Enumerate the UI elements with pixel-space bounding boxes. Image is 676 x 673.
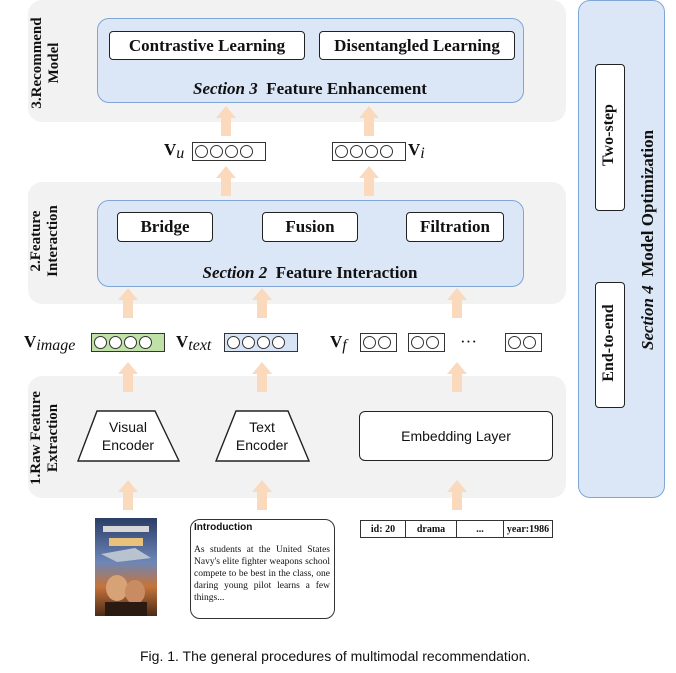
end-to-end-box: [595, 282, 625, 408]
vf-ellipsis: ···: [460, 332, 477, 351]
introduction-card: Introduction As students at the United S…: [190, 519, 335, 619]
section4-title: Section 4 Model Optimization: [638, 130, 658, 350]
arrow-text-to-text-encoder: [252, 480, 272, 510]
arrow-vf-to-section2: [447, 288, 467, 318]
vtext-vector: [224, 333, 298, 352]
introduction-title: Introduction: [194, 522, 253, 533]
arrow-vu-to-section3: [216, 106, 236, 136]
attr-cell-id: id: 20: [360, 520, 406, 538]
filtration-box: Filtration: [406, 212, 504, 242]
section4-name: Model Optimization: [638, 129, 657, 277]
arrow-text-to-vtext: [252, 362, 272, 392]
arrow-embedding-to-vf: [447, 362, 467, 392]
bridge-box: Bridge: [117, 212, 213, 242]
two-step-label: Two-step: [600, 104, 617, 166]
text-encoder-trapezoid: [214, 410, 311, 462]
arrow-visual-to-vimage: [118, 362, 138, 392]
vu-vector: [192, 142, 266, 161]
section2-name: Feature Interaction: [275, 263, 418, 282]
movie-poster-image: [95, 518, 157, 616]
vf-label: Vf: [330, 332, 347, 354]
vimage-vector: [91, 333, 165, 352]
two-step-box: [595, 64, 625, 211]
section3-name: Feature Enhancement: [266, 79, 427, 98]
section4-number: Section 4: [638, 285, 657, 350]
caption-prefix: Fig. 1.: [140, 648, 179, 664]
section2-title: Section 2 Feature Interaction: [150, 263, 470, 283]
embedding-layer-box: Embedding Layer: [359, 411, 553, 461]
vu-label: Vu: [164, 140, 185, 162]
vi-label: Vi: [408, 140, 425, 162]
caption-text: The general procedures of multimodal rec…: [182, 648, 531, 664]
attr-cell-ellipsis: ...: [456, 520, 504, 538]
attr-cell-year: year:1986: [503, 520, 553, 538]
vf-vector-2: [408, 333, 445, 352]
fusion-box: Fusion: [262, 212, 358, 242]
attr-cell-genre: drama: [405, 520, 457, 538]
section3-title: Section 3 Feature Enhancement: [150, 79, 470, 99]
contrastive-learning-box: Contrastive Learning: [109, 31, 305, 60]
arrow-section2-to-vi: [359, 166, 379, 196]
arrow-vimage-to-section2: [118, 288, 138, 318]
vi-vector: [332, 142, 406, 161]
arrow-image-to-visual-encoder: [118, 480, 138, 510]
figure-caption: Fig. 1. The general procedures of multim…: [140, 648, 530, 664]
visual-encoder-label: Visual Encoder: [101, 419, 155, 453]
visual-encoder-trapezoid: [76, 410, 181, 462]
end-to-end-label: End-to-end: [600, 304, 617, 382]
arrow-section2-to-vu: [216, 166, 236, 196]
section3-number: Section 3: [193, 79, 258, 98]
embedding-layer-label: Embedding Layer: [401, 428, 511, 444]
arrow-attrs-to-embedding: [447, 480, 467, 510]
vf-vector-1: [360, 333, 397, 352]
arrow-vi-to-section3: [359, 106, 379, 136]
arrow-vtext-to-section2: [252, 288, 272, 318]
vf-vector-n: [505, 333, 542, 352]
text-encoder-label: Text Encoder: [235, 419, 289, 453]
vimage-label: Vimage: [24, 332, 76, 354]
section2-number: Section 2: [202, 263, 268, 282]
vtext-label: Vtext: [176, 332, 212, 354]
disentangled-learning-box: Disentangled Learning: [319, 31, 515, 60]
introduction-body: As students at the United States Navy's …: [194, 545, 330, 603]
